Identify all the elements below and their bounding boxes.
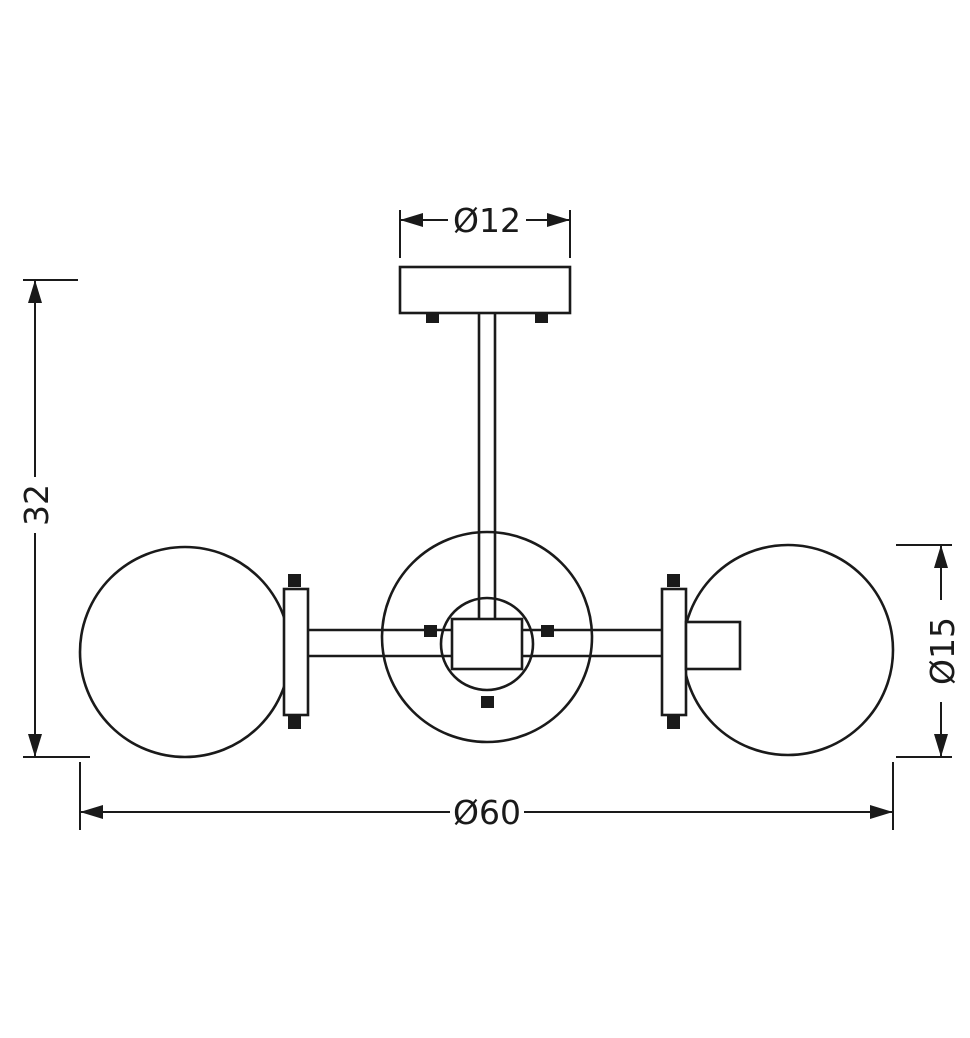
left-plate-clip-bottom (288, 716, 301, 729)
arrow-left-down (28, 734, 42, 757)
left-globe (78, 545, 292, 759)
dimension-labels: Ø12 32 Ø60 Ø15 (17, 201, 962, 832)
arrow-right-up (934, 545, 948, 568)
right-plate-clip-top (667, 574, 680, 587)
label-overall-height: 32 (17, 484, 56, 526)
hub-ring (439, 596, 535, 692)
canopy-clip-left (426, 313, 439, 323)
center-globe (380, 530, 594, 744)
hub-clip-right (541, 625, 554, 637)
right-mount-plate (660, 587, 688, 717)
arrow-top-right (547, 213, 570, 227)
right-plate-clip-bottom (667, 716, 680, 729)
hub-clip-bottom (481, 696, 494, 708)
arrow-bottom-right (870, 805, 893, 819)
arrow-right-down (934, 734, 948, 757)
label-overall-width: Ø60 (453, 793, 521, 832)
canopy-clip-right (535, 313, 548, 323)
left-mount-plate (282, 587, 310, 717)
arrow-bottom-left (80, 805, 103, 819)
label-globe-diameter: Ø15 (923, 617, 962, 685)
ceiling-canopy (398, 265, 572, 315)
dimension-lines (23, 210, 952, 830)
dimension-arrowheads (28, 213, 948, 819)
mount-clips (288, 313, 680, 729)
left-plate-clip-top (288, 574, 301, 587)
arrow-left-up (28, 280, 42, 303)
hub-block (450, 617, 524, 671)
hub-clip-left (424, 625, 437, 637)
arrow-top-left (400, 213, 423, 227)
fixture-outline (78, 265, 895, 759)
label-canopy-diameter: Ø12 (453, 201, 521, 240)
right-socket (684, 620, 742, 671)
